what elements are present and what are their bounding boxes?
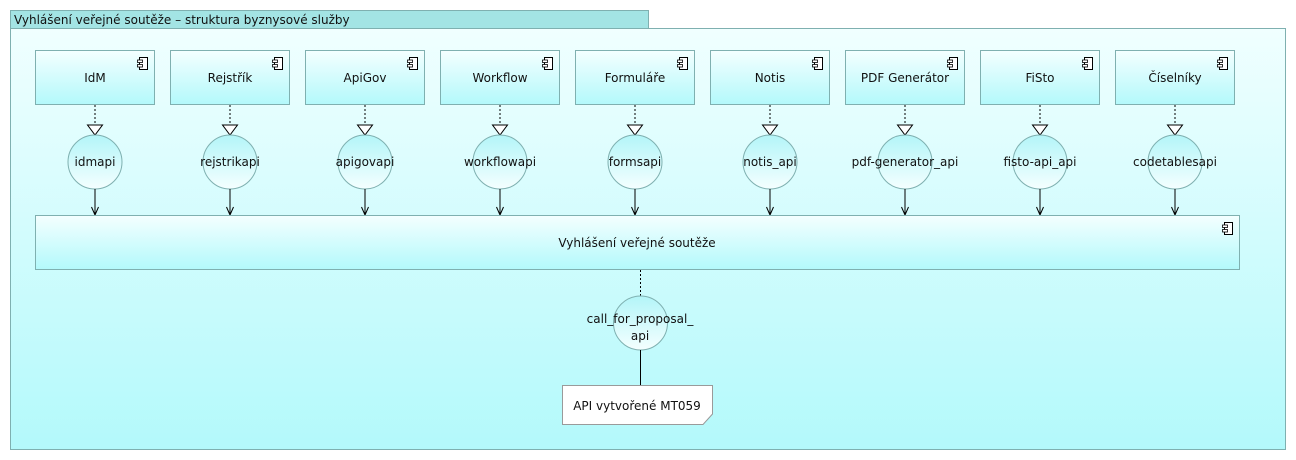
main-component-label: Vyhlášení veřejné soutěže: [558, 236, 715, 250]
component-box[interactable]: [980, 50, 1100, 105]
interface-label: rejstrikapi: [200, 155, 260, 169]
main-component[interactable]: Vyhlášení veřejné soutěže: [35, 215, 1240, 270]
provided-interface[interactable]: call_for_proposal_ api: [587, 270, 695, 385]
provided-interface-label-line1: call_for_proposal_: [587, 312, 695, 326]
component-box[interactable]: [575, 50, 695, 105]
component-label: Rejstřík: [208, 71, 253, 85]
component-label: PDF Generátor: [861, 71, 949, 85]
component-label: ApiGov: [344, 71, 387, 85]
component[interactable]: PDF Generátor pdf-generator_api: [845, 50, 965, 217]
component[interactable]: IdM idmapi: [35, 50, 155, 217]
component-icon: [407, 57, 418, 70]
component-box[interactable]: [1115, 50, 1235, 105]
realization-arrowhead: [1031, 124, 1049, 136]
component-label: FiSto: [1025, 71, 1054, 85]
component-label: IdM: [84, 71, 106, 85]
interface-label: notis_api: [743, 155, 797, 169]
component[interactable]: Formuláře formsapi: [575, 50, 695, 217]
realization-arrowhead: [221, 124, 239, 136]
component-icon: [1217, 57, 1228, 70]
interface-label: workflowapi: [464, 155, 536, 169]
component[interactable]: Číselníky codetablesapi: [1115, 50, 1235, 217]
note-shape[interactable]: [562, 385, 713, 425]
component-box[interactable]: [305, 50, 425, 105]
component-box[interactable]: [710, 50, 830, 105]
component-icon: [137, 57, 148, 70]
component-icon: [542, 57, 553, 70]
interface-label: pdf-generator_api: [852, 155, 959, 169]
component[interactable]: Workflow workflowapi: [440, 50, 560, 217]
component[interactable]: Notis notis_api: [710, 50, 830, 217]
component-label: Workflow: [472, 71, 527, 85]
component-label: Číselníky: [1148, 70, 1201, 85]
component-row: IdM idmapi Rejstřík rejstrikapi ApiGov apigov…: [35, 50, 1235, 217]
component[interactable]: Rejstřík rejstrikapi: [170, 50, 290, 217]
component-label: Notis: [755, 71, 786, 85]
realization-arrowhead: [1166, 124, 1184, 136]
realization-arrowhead: [896, 124, 914, 136]
realization-arrowhead: [356, 124, 374, 136]
realization-arrowhead: [86, 124, 104, 136]
note-text: API vytvořené MT059: [573, 399, 701, 413]
component-icon: [1082, 57, 1093, 70]
component-icon: [1222, 222, 1233, 235]
component-box[interactable]: [440, 50, 560, 105]
provided-interface-label-line2: api: [631, 329, 649, 343]
note[interactable]: API vytvořené MT059: [562, 385, 713, 425]
group-title: Vyhlášení veřejné soutěže – struktura by…: [14, 13, 350, 27]
interface-label: codetablesapi: [1133, 155, 1217, 169]
component-icon: [947, 57, 958, 70]
component[interactable]: FiSto fisto-api_api: [980, 50, 1100, 217]
component-icon: [812, 57, 823, 70]
interface-label: formsapi: [609, 155, 662, 169]
component-box[interactable]: [170, 50, 290, 105]
interface-label: idmapi: [75, 155, 116, 169]
interface-label: apigovapi: [336, 155, 395, 169]
component-box[interactable]: [35, 50, 155, 105]
realization-arrowhead: [626, 124, 644, 136]
component-icon: [272, 57, 283, 70]
main-component-box[interactable]: [35, 215, 1240, 270]
component[interactable]: ApiGov apigovapi: [305, 50, 425, 217]
realization-arrowhead: [491, 124, 509, 136]
interface-label: fisto-api_api: [1003, 155, 1076, 169]
component-icon: [677, 57, 688, 70]
component-box[interactable]: [845, 50, 965, 105]
component-label: Formuláře: [605, 71, 666, 85]
realization-arrowhead: [761, 124, 779, 136]
